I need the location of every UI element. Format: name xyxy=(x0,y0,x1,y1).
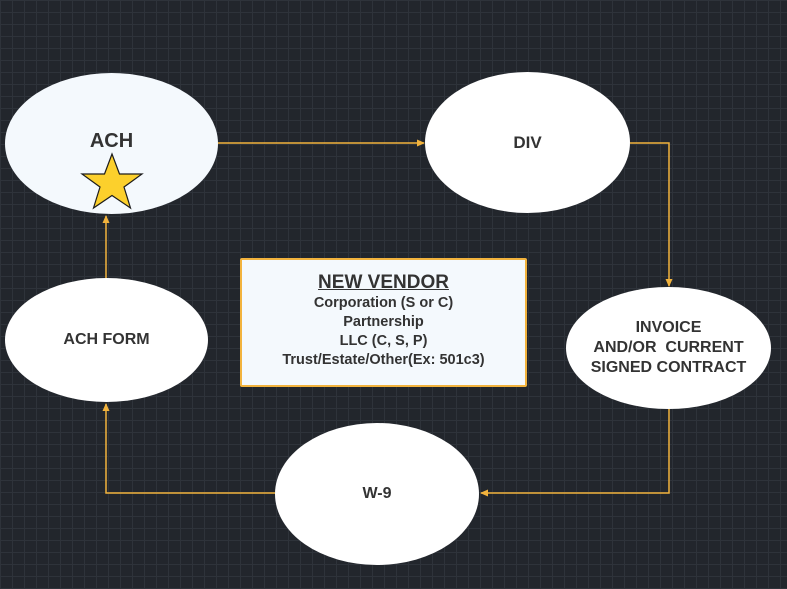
new-vendor-line: LLC (C, S, P) xyxy=(339,333,428,349)
node-invoice-line: INVOICE xyxy=(635,319,702,336)
node-invoice[interactable]: INVOICE AND/OR CURRENT SIGNED CONTRACT xyxy=(566,287,771,409)
node-ach-form-label: ACH FORM xyxy=(63,331,150,348)
new-vendor-title: NEW VENDOR xyxy=(318,272,449,293)
node-ach-form[interactable]: ACH FORM xyxy=(5,278,208,402)
new-vendor-line: Trust/Estate/Other(Ex: 501c3) xyxy=(282,352,485,368)
node-w9-label: W-9 xyxy=(362,485,392,502)
node-div-label: DIV xyxy=(513,132,542,152)
connector-invoice-to-w9 xyxy=(480,409,670,497)
new-vendor-line: Partnership xyxy=(343,314,424,330)
new-vendor-line: Corporation (S or C) xyxy=(313,295,454,311)
connector-div-to-invoice xyxy=(630,142,673,287)
star-icon xyxy=(80,152,144,210)
node-div[interactable]: DIV xyxy=(425,72,630,213)
connector-w9-to-achform xyxy=(102,403,275,494)
node-invoice-line: AND/OR CURRENT xyxy=(593,339,744,356)
node-w9[interactable]: W-9 xyxy=(275,423,479,565)
node-invoice-text: INVOICE AND/OR CURRENT SIGNED CONTRACT xyxy=(591,318,747,378)
node-invoice-line: SIGNED CONTRACT xyxy=(590,359,747,376)
node-ach-label: ACH xyxy=(89,130,134,152)
new-vendor-box[interactable]: NEW VENDOR Corporation (S or C) Partners… xyxy=(240,258,527,387)
